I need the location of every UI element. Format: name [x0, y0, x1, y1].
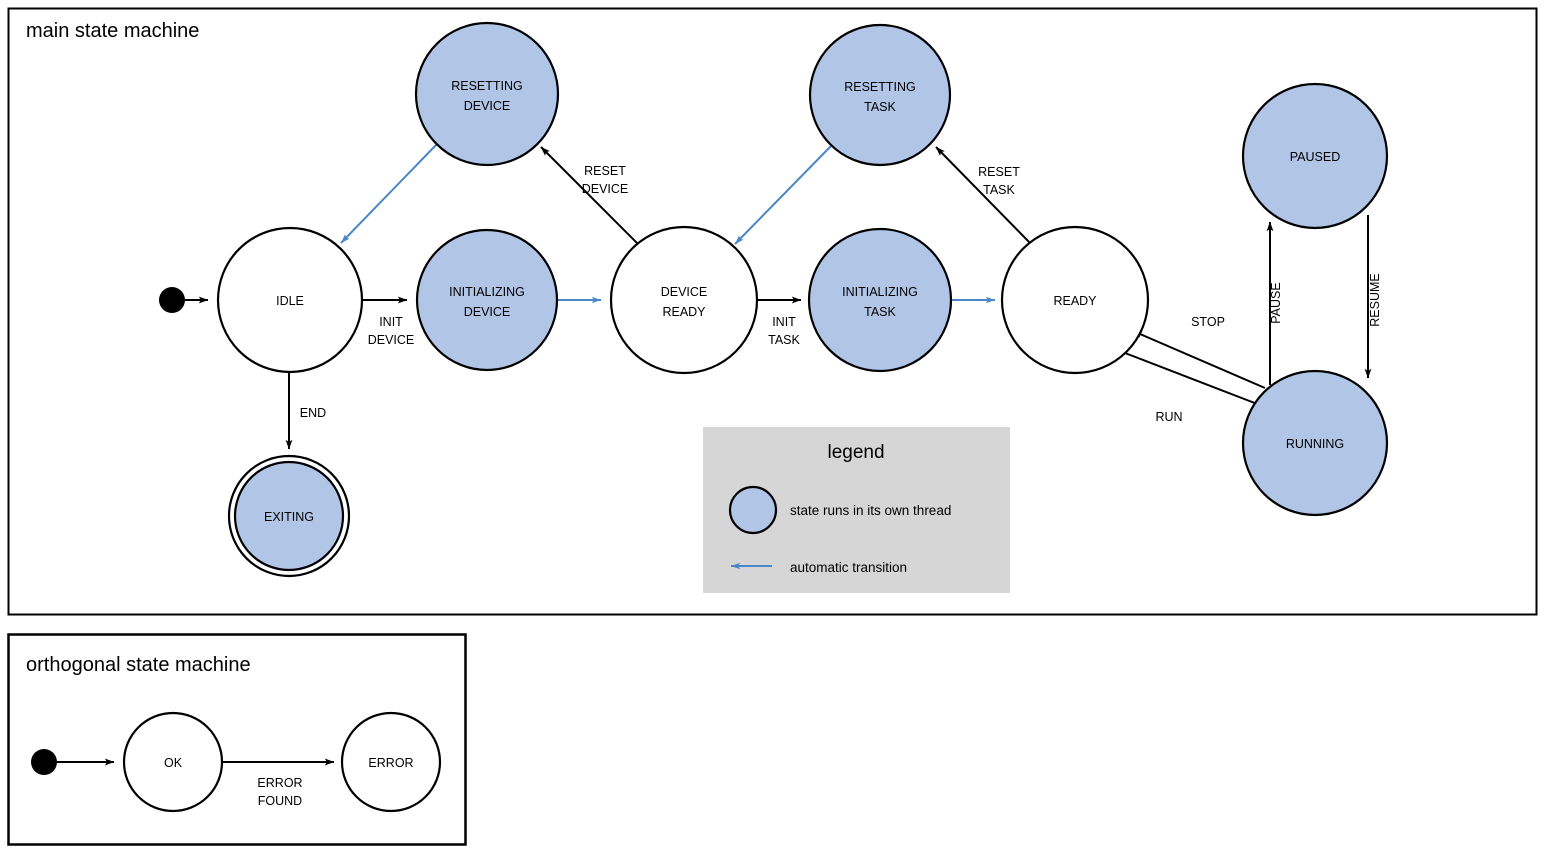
edge-label-init-task-l1: INIT	[772, 315, 796, 329]
transition-device-ready-to-resetting-device	[540, 146, 640, 246]
state-device-ready-label-l2: READY	[662, 305, 706, 319]
edge-label-reset-task-l2: TASK	[983, 183, 1015, 197]
edge-label-pause: PAUSE	[1269, 282, 1283, 323]
legend-thread-state-icon	[728, 485, 778, 535]
transition-ready-to-running	[1124, 352, 1266, 408]
edge-label-run: RUN	[1155, 410, 1182, 424]
legend-title: legend	[827, 442, 884, 463]
state-error-label: ERROR	[368, 756, 413, 770]
edge-label-reset-device-l1: RESET	[584, 164, 626, 178]
transition-ready-to-resetting-task	[935, 146, 1033, 246]
edge-label-init-device-l1: INIT	[379, 315, 403, 329]
state-resetting-task[interactable]	[808, 23, 952, 167]
state-exiting[interactable]	[233, 460, 345, 572]
state-error[interactable]	[340, 711, 442, 813]
state-device-ready[interactable]	[609, 225, 759, 375]
state-resetting-device[interactable]	[414, 21, 560, 167]
main-frame-title: main state machine	[26, 20, 199, 42]
state-ok[interactable]	[122, 711, 224, 813]
state-ok-label: OK	[164, 756, 183, 770]
transition-resetting-device-to-idle	[340, 143, 438, 244]
start-marker-orthogonal	[31, 749, 57, 775]
state-paused[interactable]	[1241, 82, 1389, 230]
edge-label-error-found-l2: FOUND	[258, 794, 302, 808]
state-initializing-task[interactable]	[807, 227, 953, 373]
state-ready-label: READY	[1053, 294, 1097, 308]
state-device-ready-label-l1: DEVICE	[661, 285, 708, 299]
state-initializing-device[interactable]	[415, 228, 559, 372]
edge-label-stop: STOP	[1191, 315, 1225, 329]
state-idle-label: IDLE	[276, 294, 304, 308]
edge-label-reset-task-l1: RESET	[978, 165, 1020, 179]
edge-label-reset-device-l2: DEVICE	[582, 182, 629, 196]
start-marker-main	[159, 287, 185, 313]
state-resetting-task-label-l1: RESETTING	[844, 80, 916, 94]
state-resetting-device-label-l1: RESETTING	[451, 79, 523, 93]
state-running-label: RUNNING	[1286, 437, 1344, 451]
edge-label-init-task-l2: TASK	[768, 333, 800, 347]
legend-thread-state-text: state runs in its own thread	[790, 503, 951, 518]
edge-label-init-device-l2: DEVICE	[368, 333, 415, 347]
orthogonal-frame-title: orthogonal state machine	[26, 654, 251, 676]
state-resetting-task-label-l2: TASK	[864, 100, 896, 114]
edge-label-end: END	[300, 406, 326, 420]
edge-label-error-found-l1: ERROR	[257, 776, 302, 790]
state-resetting-device-label-l2: DEVICE	[464, 99, 511, 113]
transition-running-to-ready	[1132, 330, 1266, 389]
state-initializing-device-label-l1: INITIALIZING	[449, 285, 525, 299]
state-initializing-device-label-l2: DEVICE	[464, 305, 511, 319]
state-idle[interactable]	[216, 226, 364, 374]
transition-resetting-task-to-device-ready	[734, 145, 832, 245]
state-ready[interactable]	[1000, 225, 1150, 375]
state-paused-label: PAUSED	[1290, 150, 1340, 164]
state-running[interactable]	[1241, 369, 1389, 517]
state-initializing-task-label-l1: INITIALIZING	[842, 285, 918, 299]
state-initializing-task-label-l2: TASK	[864, 305, 896, 319]
legend-automatic-transition-text: automatic transition	[790, 560, 907, 575]
state-exiting-label: EXITING	[264, 510, 314, 524]
edge-label-resume: RESUME	[1368, 273, 1382, 326]
